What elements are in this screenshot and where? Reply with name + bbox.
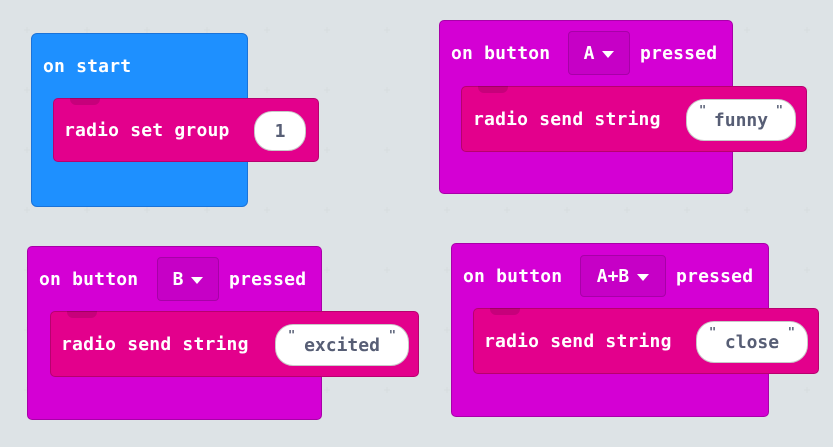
on-button-label: on button [39,269,139,290]
pressed-label: pressed [229,269,307,290]
string-input-close[interactable]: " close " [696,321,808,363]
group-number-value: 1 [274,120,286,142]
close-quote: " [787,325,795,339]
button-ab-dropdown-value: A+B [596,265,630,287]
on-button-label: on button [451,43,551,64]
pressed-label: pressed [640,43,718,64]
pressed-label: pressed [676,266,754,287]
on-button-a-block[interactable]: on button A pressed radio send string " … [439,20,807,194]
button-b-dropdown[interactable]: B [157,257,219,301]
radio-send-string-block[interactable]: radio send string " excited " [50,311,419,377]
button-b-dropdown-value: B [172,268,184,290]
chevron-down-icon [191,276,204,284]
radio-set-group-label: radio set group [64,120,230,141]
chevron-down-icon [637,273,650,281]
block-notch [67,311,97,318]
close-quote: " [775,103,783,117]
open-quote: " [288,328,296,342]
radio-send-string-label: radio send string [61,334,249,355]
string-input-funny[interactable]: " funny " [686,99,796,141]
button-a-dropdown[interactable]: A [568,31,630,75]
button-ab-dropdown[interactable]: A+B [580,255,666,297]
radio-send-string-block[interactable]: radio send string " funny " [461,86,807,152]
on-button-ab-block[interactable]: on button A+B pressed radio send string … [451,243,819,417]
close-quote: " [388,328,396,342]
radio-set-group-block[interactable]: radio set group 1 [53,98,319,162]
on-start-block[interactable]: on start radio set group 1 [31,33,319,207]
block-notch [478,86,508,93]
radio-send-string-label: radio send string [473,109,661,130]
radio-send-string-label: radio send string [484,331,672,352]
on-button-label: on button [463,266,563,287]
block-notch [490,308,520,315]
button-a-dropdown-value: A [583,42,595,64]
group-number-input[interactable]: 1 [254,111,306,151]
open-quote: " [699,103,707,117]
chevron-down-icon [602,50,615,58]
string-value-close: close [724,331,780,353]
radio-send-string-block[interactable]: radio send string " close " [473,308,819,374]
string-input-excited[interactable]: " excited " [275,324,409,366]
string-value-excited: excited [304,334,380,356]
block-notch [70,98,100,105]
on-start-label: on start [43,56,132,77]
string-value-funny: funny [713,109,769,131]
on-button-b-block[interactable]: on button B pressed radio send string " … [27,246,419,420]
open-quote: " [709,325,717,339]
